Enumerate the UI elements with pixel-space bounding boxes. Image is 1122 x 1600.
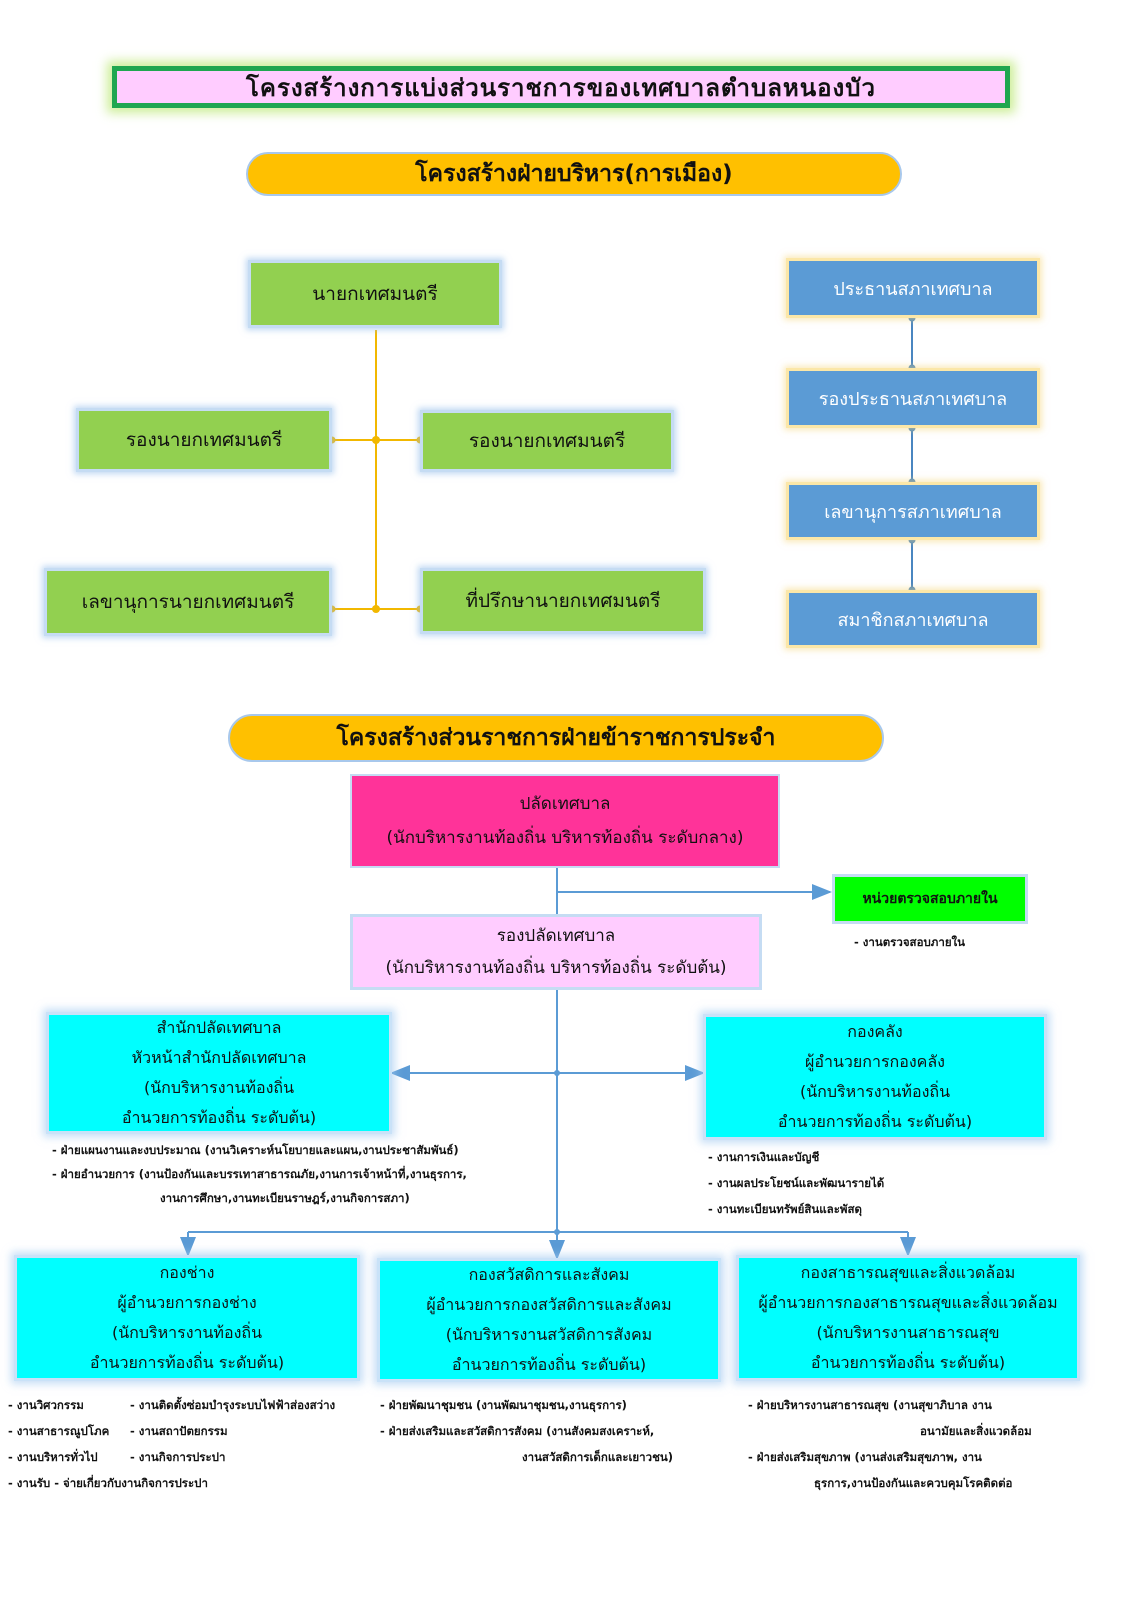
welfare-division-box: กองสวัสดิการและสังคม ผู้อำนวยการกองสวัสด… bbox=[377, 1258, 721, 1382]
finance-note-1: - งานการเงินและบัญชี bbox=[708, 1150, 820, 1164]
engineering-line-3: (นักบริหารงานท้องถิ่น bbox=[111, 1323, 263, 1342]
engineering-notes-left: - งานวิศวกรรม - งานสาธารณูปโภค - งานบริห… bbox=[8, 1392, 208, 1496]
council-chair-box: ประธานสภาเทศบาล bbox=[786, 258, 1040, 318]
council-secretary-box: เลขานุการสภาเทศบาล bbox=[786, 482, 1040, 540]
welfare-line-3: (นักบริหารงานสวัสดิการสังคม bbox=[445, 1325, 653, 1344]
executive-connectors bbox=[332, 330, 420, 610]
internal-audit-box: หน่วยตรวจสอบภายใน bbox=[832, 874, 1028, 924]
health-note-3: - ฝ่ายส่งเสริมสุขภาพ (งานส่งเสริมสุขภาพ,… bbox=[748, 1450, 982, 1464]
welfare-note-2: - ฝ่ายส่งเสริมและสวัสดิการสังคม (งานสังค… bbox=[380, 1424, 655, 1438]
finance-line-1: กองคลัง bbox=[847, 1022, 903, 1041]
health-note-1: - ฝ่ายบริหารงานสาธารณสุข (งานสุขาภิบาล ง… bbox=[748, 1398, 992, 1412]
engineering-notes-right: - งานติดตั้งซ่อมบำรุงระบบไฟฟ้าส่องสว่าง … bbox=[130, 1392, 335, 1470]
finance-line-4: อำนวยการท้องถิ่น ระดับต้น) bbox=[777, 1112, 973, 1131]
welfare-line-1: กองสวัสดิการและสังคม bbox=[468, 1265, 630, 1284]
internal-audit-note: - งานตรวจสอบภายใน bbox=[854, 935, 966, 949]
clerk-office-note-2: - ฝ่ายอำนวยการ (งานป้องกันและบรรเทาสาธาร… bbox=[52, 1167, 467, 1181]
engineering-note-l1: - งานวิศวกรรม bbox=[8, 1398, 84, 1412]
clerk-office-note-1: - ฝ่ายแผนงานและงบประมาณ (งานวิเคราะห์นโย… bbox=[52, 1143, 459, 1157]
engineering-note-r1: - งานติดตั้งซ่อมบำรุงระบบไฟฟ้าส่องสว่าง bbox=[130, 1398, 336, 1412]
main-title: โครงสร้างการแบ่งส่วนราชการของเทศบาลตำบลห… bbox=[112, 66, 1010, 108]
engineering-note-l2: - งานสาธารณูปโภค bbox=[8, 1424, 110, 1438]
health-note-2: อนามัยและสิ่งแวดล้อม bbox=[920, 1424, 1032, 1438]
clerk-office-line-4: อำนวยการท้องถิ่น ระดับต้น) bbox=[121, 1108, 317, 1127]
deputy-clerk-box: รองปลัดเทศบาล (นักบริหารงานท้องถิ่น บริห… bbox=[350, 914, 762, 990]
finance-line-2: ผู้อำนวยการกองคลัง bbox=[805, 1052, 945, 1071]
welfare-line-2: ผู้อำนวยการกองสวัสดิการและสังคม bbox=[426, 1295, 672, 1314]
council-members-box: สมาชิกสภาเทศบาล bbox=[786, 590, 1040, 648]
clerk-office-line-2: หัวหน้าสำนักปลัดเทศบาล bbox=[131, 1048, 307, 1067]
welfare-note-1: - ฝ่ายพัฒนาชุมชน (งานพัฒนาชุมชน,งานธุรกา… bbox=[380, 1398, 627, 1412]
engineering-line-4: อำนวยการท้องถิ่น ระดับต้น) bbox=[89, 1353, 285, 1372]
clerk-office-line-3: (นักบริหารงานท้องถิ่น bbox=[143, 1078, 295, 1097]
health-line-1: กองสาธารณสุขและสิ่งแวดล้อม bbox=[800, 1263, 1016, 1282]
clerk-office-note-3: งานการศึกษา,งานทะเบียนราษฎร์,งานกิจการสภ… bbox=[160, 1191, 410, 1205]
finance-notes: - งานการเงินและบัญชี - งานผลประโยชน์และพ… bbox=[708, 1144, 884, 1222]
finance-note-3: - งานทะเบียนทรัพย์สินและพัสดุ bbox=[708, 1202, 862, 1216]
mayor-advisor-box: ที่ปรึกษานายกเทศมนตรี bbox=[420, 568, 706, 634]
civil-heading: โครงสร้างส่วนราชการฝ่ายข้าราชการประจำ bbox=[228, 714, 884, 762]
engineering-note-r2: - งานสถาปัตยกรรม bbox=[130, 1424, 228, 1438]
engineering-division-box: กองช่าง ผู้อำนวยการกองช่าง (นักบริหารงาน… bbox=[14, 1255, 360, 1381]
mayor-secretary-box: เลขานุการนายกเทศมนตรี bbox=[44, 568, 332, 636]
health-note-4: ธุรการ,งานป้องกันและควบคุมโรคติดต่อ bbox=[814, 1476, 1013, 1490]
engineering-line-1: กองช่าง bbox=[159, 1263, 215, 1282]
engineering-note-r3: - งานกิจการประปา bbox=[130, 1450, 226, 1464]
deputy-clerk-title: รองปลัดเทศบาล bbox=[496, 926, 616, 946]
council-vice-chair-box: รองประธานสภาเทศบาล bbox=[786, 368, 1040, 428]
health-line-3: (นักบริหารงานสาธารณสุข bbox=[816, 1323, 1000, 1342]
clerk-office-box: สำนักปลัดเทศบาล หัวหน้าสำนักปลัดเทศบาล (… bbox=[46, 1012, 392, 1134]
health-division-box: กองสาธารณสุขและสิ่งแวดล้อม ผู้อำนวยการกอ… bbox=[736, 1255, 1080, 1381]
welfare-note-3: งานสวัสดิการเด็กและเยาวชน) bbox=[522, 1450, 673, 1464]
health-line-4: อำนวยการท้องถิ่น ระดับต้น) bbox=[810, 1353, 1006, 1372]
deputy-mayor-right-box: รองนายกเทศมนตรี bbox=[420, 410, 674, 472]
health-line-2: ผู้อำนวยการกองสาธารณสุขและสิ่งแวดล้อม bbox=[758, 1293, 1058, 1312]
deputy-clerk-level: (นักบริหารงานท้องถิ่น บริหารท้องถิ่น ระด… bbox=[385, 958, 727, 978]
clerk-office-line-1: สำนักปลัดเทศบาล bbox=[156, 1018, 282, 1037]
engineering-line-2: ผู้อำนวยการกองช่าง bbox=[117, 1293, 257, 1312]
clerk-box: ปลัดเทศบาล (นักบริหารงานท้องถิ่น บริหารท… bbox=[350, 774, 780, 868]
engineering-note-l3: - งานบริหารทั่วไป bbox=[8, 1450, 98, 1464]
finance-note-2: - งานผลประโยชน์และพัฒนารายได้ bbox=[708, 1176, 885, 1190]
welfare-notes: - ฝ่ายพัฒนาชุมชน (งานพัฒนาชุมชน,งานธุรกา… bbox=[380, 1392, 673, 1470]
welfare-line-4: อำนวยการท้องถิ่น ระดับต้น) bbox=[451, 1355, 647, 1374]
clerk-level: (นักบริหารงานท้องถิ่น บริหารท้องถิ่น ระด… bbox=[386, 828, 744, 848]
finance-line-3: (นักบริหารงานท้องถิ่น bbox=[799, 1082, 951, 1101]
civil-connectors bbox=[180, 868, 916, 1260]
deputy-mayor-left-box: รองนายกเทศมนตรี bbox=[76, 408, 332, 472]
engineering-note-l4: - งานรับ - จ่ายเกี่ยวกับงานกิจการประปา bbox=[8, 1476, 208, 1490]
clerk-office-notes: - ฝ่ายแผนงานและงบประมาณ (งานวิเคราะห์นโย… bbox=[52, 1138, 467, 1210]
mayor-box: นายกเทศมนตรี bbox=[248, 260, 502, 328]
health-notes: - ฝ่ายบริหารงานสาธารณสุข (งานสุขาภิบาล ง… bbox=[748, 1392, 1032, 1496]
executive-heading: โครงสร้างฝ่ายบริหาร(การเมือง) bbox=[246, 152, 902, 196]
finance-division-box: กองคลัง ผู้อำนวยการกองคลัง (นักบริหารงาน… bbox=[703, 1014, 1047, 1140]
clerk-title: ปลัดเทศบาล bbox=[519, 794, 611, 814]
